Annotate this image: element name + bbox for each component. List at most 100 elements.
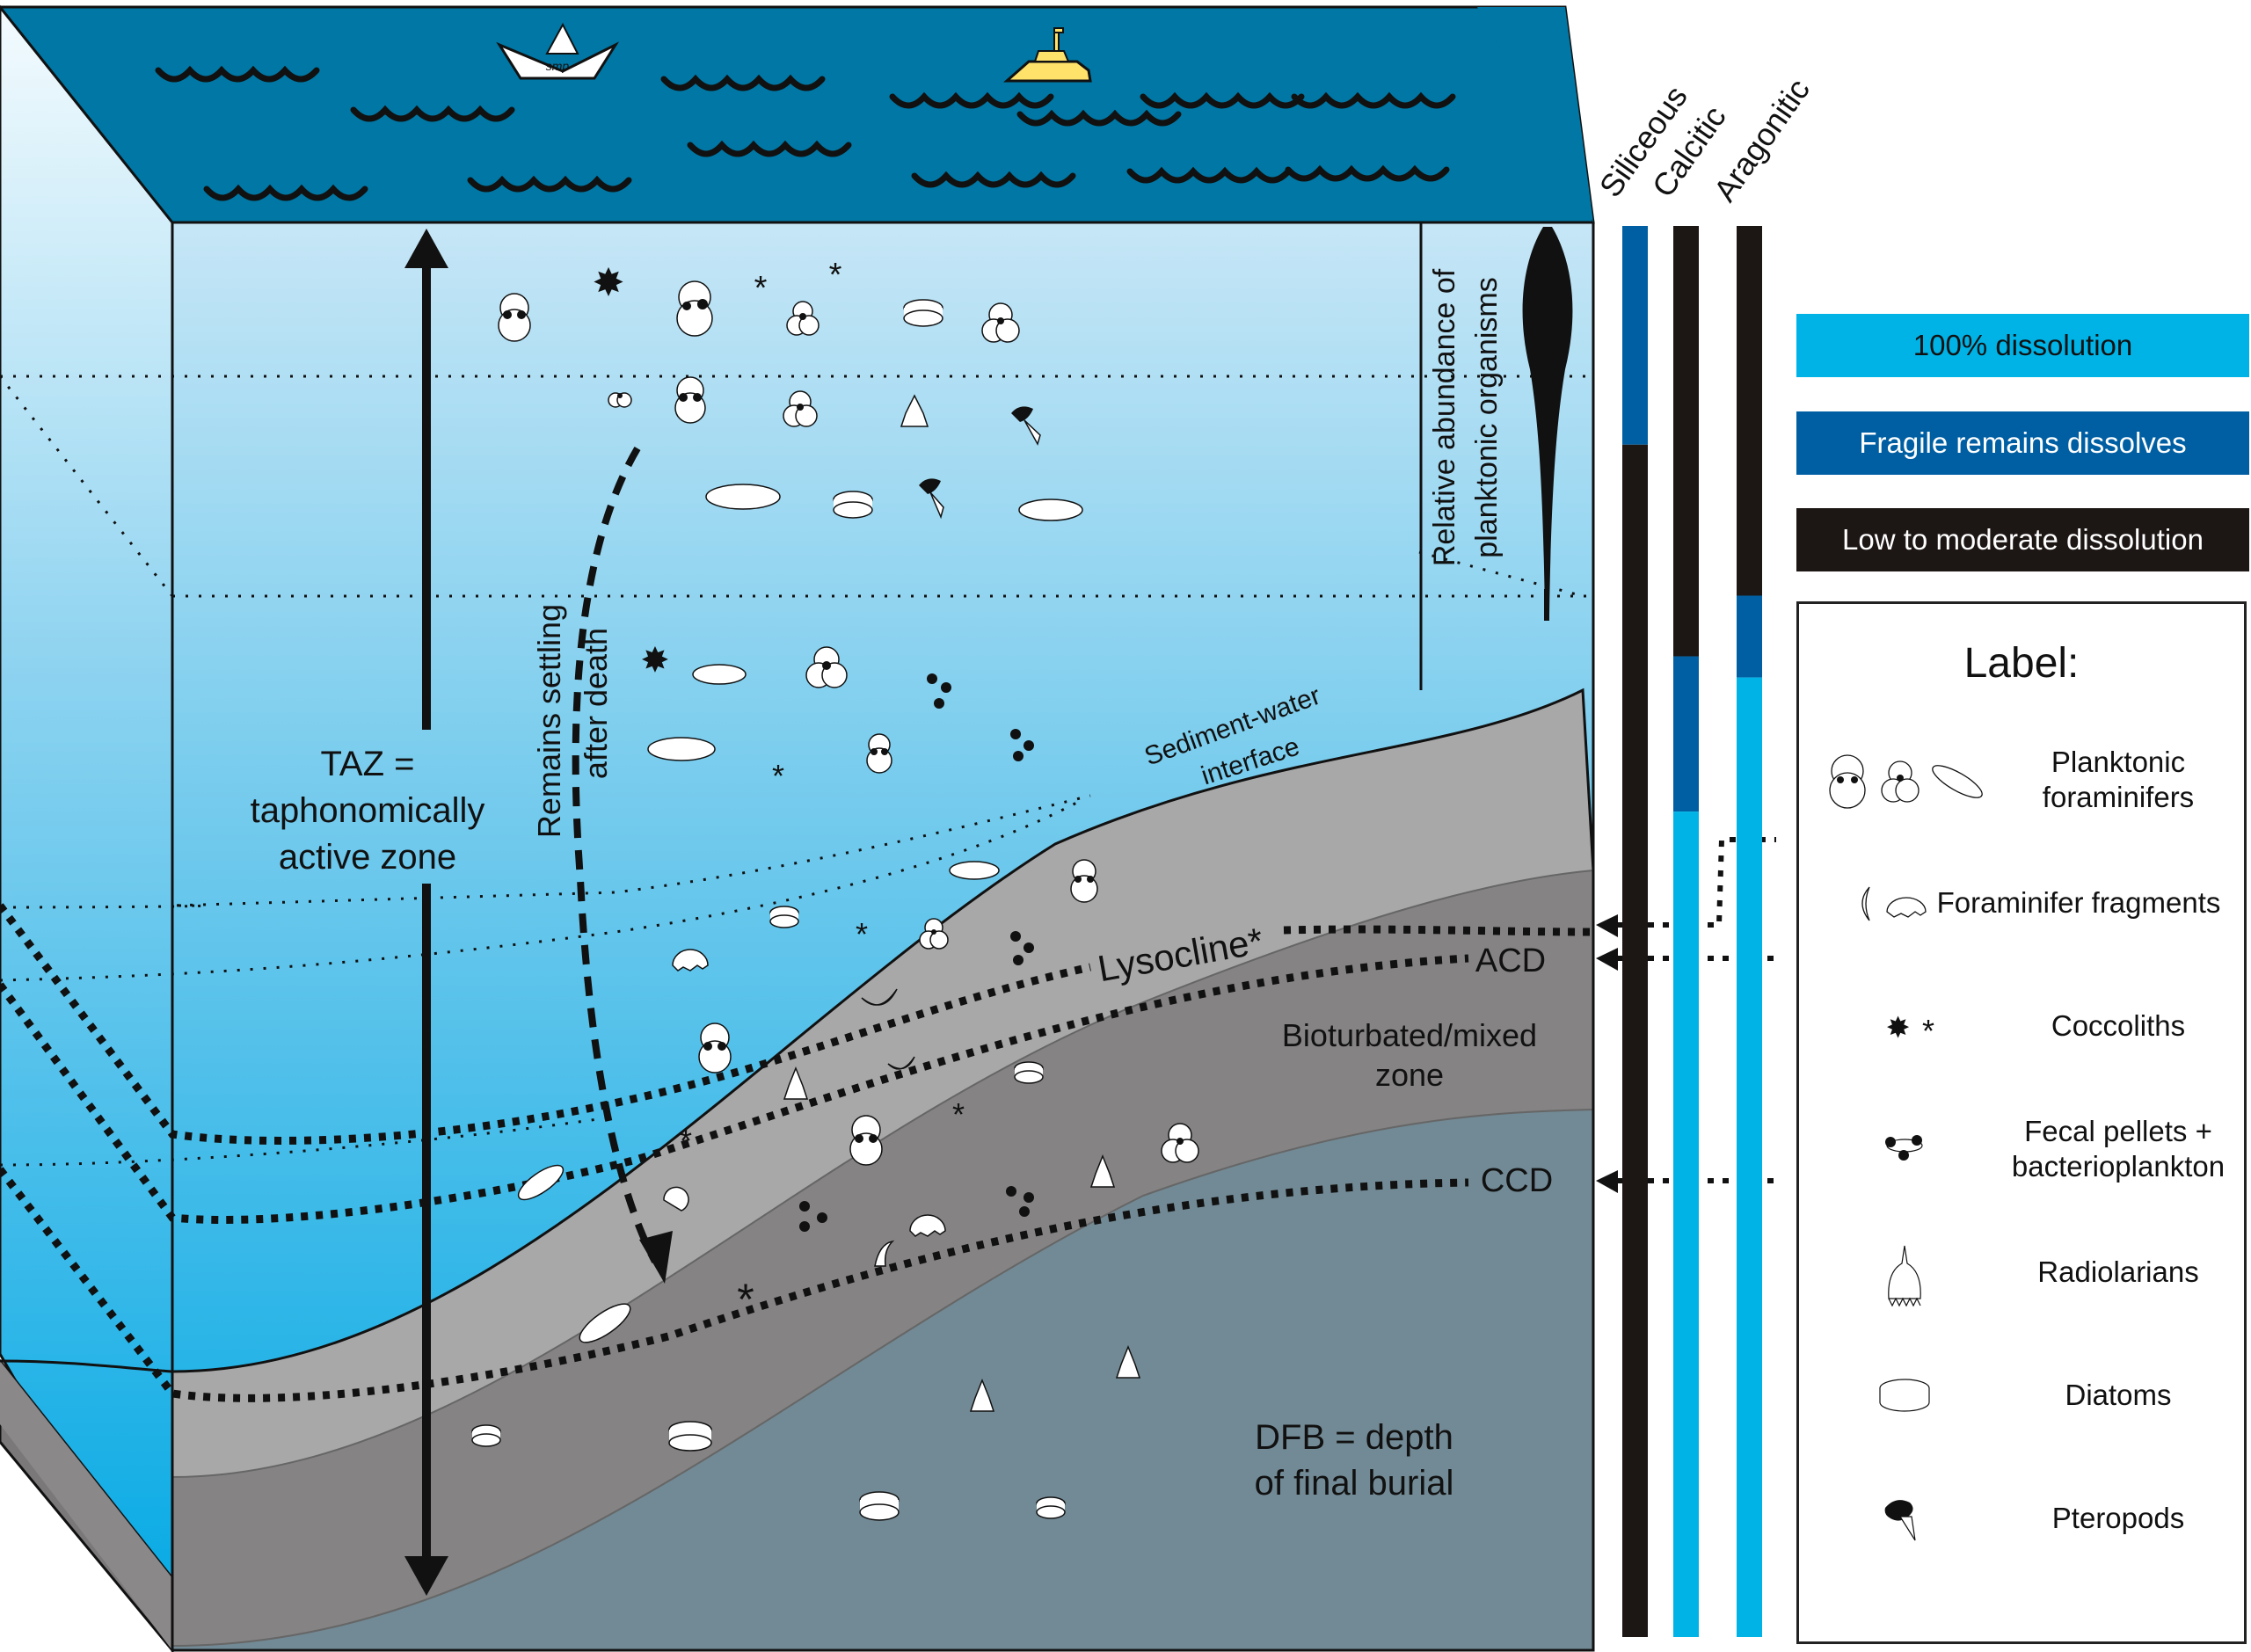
waves (155, 65, 1456, 201)
wave-icon (155, 65, 320, 83)
planktonic-foraminifer-icon (647, 737, 716, 761)
key-full-label: 100% dissolution (1912, 329, 2133, 361)
dfb-label-line-2: of final burial (1255, 1464, 1454, 1503)
planktonic-foraminifer-icon (783, 390, 818, 427)
radiolarian-icon (900, 394, 929, 427)
legend-label: Fecal pellets + bacterioplankton (2011, 1115, 2226, 1183)
diatom-icon (903, 299, 943, 327)
fecal-pellet-icon (1010, 729, 1034, 761)
dfb-label-line-1: DFB = depth (1255, 1418, 1453, 1457)
pteropod-icon (1884, 1500, 1916, 1541)
dissolution-horizons (0, 903, 1594, 1402)
lysocline-line (0, 903, 1091, 1145)
column-segment-calcitic-low (1673, 226, 1699, 657)
submarine-icon (1003, 27, 1092, 83)
wave-icon (350, 105, 515, 122)
column-segment-aragonitic-full (1737, 677, 1762, 1637)
bioturbated-label-line-2: zone (1375, 1057, 1444, 1093)
column-segment-aragonitic-fragile (1737, 595, 1762, 678)
planktonic-foraminifer-icon (517, 1164, 565, 1201)
planktonic-foraminifer-icon (849, 1115, 883, 1166)
diatom-icon (1014, 1061, 1044, 1084)
diatom-icon (1879, 1379, 1930, 1412)
key-low-label: Low to moderate dissolution (1842, 523, 2204, 556)
diatom-icon (1036, 1496, 1066, 1519)
planktonic-foraminifer-icon (866, 733, 892, 774)
legend-label: Foraminifer fragments (1936, 886, 2221, 919)
wave-icon (1016, 109, 1182, 127)
column-segment-siliceous-fragile (1622, 226, 1648, 445)
legend-item: Fecal pellets + bacterioplankton (1799, 1088, 2244, 1211)
radiolarian-icon (783, 1066, 809, 1100)
abundance-curve (1522, 227, 1573, 615)
taz-label-line-2: taphonomically (251, 791, 485, 830)
fecal-pellet-icon (927, 673, 951, 709)
legend-item: Planktonic foraminifers (1799, 718, 2244, 841)
taz-label-line-3: active zone (279, 838, 456, 877)
pteropod-icon (919, 478, 944, 520)
planktonic-foraminifer-icon (919, 918, 949, 950)
radiolarian-icon (969, 1378, 995, 1412)
wave-icon (911, 171, 1076, 188)
lysocline-line-right (1283, 925, 1594, 936)
planktonic-foraminifer-icon (981, 302, 1020, 343)
coccolith-icon: ✸ * (1887, 1013, 1934, 1049)
ccd-line (0, 1167, 1469, 1402)
wave-icon (1126, 166, 1292, 184)
coccolith-icon: * (829, 257, 842, 294)
block-side-sediment-top (0, 1361, 172, 1650)
wave-icon (1140, 91, 1305, 109)
planktonic-foraminifer-icon (692, 664, 747, 685)
taz-label-line-1: TAZ = (320, 745, 414, 783)
settling-label-line-1: Remains settling (531, 604, 567, 838)
coccolith-icon: * (952, 1096, 965, 1132)
radiolarian-icon (1089, 1153, 1116, 1188)
pteropod-icon (1011, 406, 1041, 446)
wave-icon (203, 184, 368, 201)
fecal-pellet-icon (1010, 931, 1034, 965)
depth-horizon-lines (0, 375, 1593, 1167)
coccolith-icon: ✸ (642, 642, 669, 678)
legend-label: Planktonic foraminifers (2042, 746, 2195, 813)
column-segment-siliceous-low (1622, 444, 1648, 1637)
planktonic-foraminifer-icon (498, 293, 531, 342)
coccolith-icon: * (856, 916, 868, 952)
radiolarian-icon (1888, 1245, 1921, 1307)
planktonic-foraminifer-icon (608, 392, 632, 408)
svg-text:✸: ✸ (1887, 1014, 1910, 1043)
wave-icon (889, 91, 1054, 109)
settling-label-line-2: after death (578, 628, 614, 779)
legend-item: Foraminifer fragments (1799, 841, 2244, 964)
coccolith-icon: * (772, 758, 784, 794)
abundance-label-line-2: planktonic organisms (1470, 277, 1504, 557)
wave-icon (1285, 164, 1450, 182)
boat-label: smp (546, 59, 570, 73)
legend-item: Diatoms (1799, 1334, 2244, 1457)
wave-icon (1291, 91, 1456, 109)
legend-item: Radiolarians (1799, 1211, 2244, 1334)
legend-label: Pteropods (2051, 1502, 2185, 1534)
planktonic-foraminifer-icon (949, 861, 1000, 880)
settling-arrow (572, 446, 673, 1284)
wave-icon (467, 175, 632, 193)
abundance-label-line-1: Relative abundance of (1428, 268, 1461, 566)
key-low-dissolution: Low to moderate dissolution (1796, 508, 2249, 571)
diatom-icon (833, 491, 873, 519)
sediment-deep-layer (171, 1108, 1594, 1651)
taz-arrow (404, 229, 448, 1596)
coccolith-icon: * (680, 1123, 692, 1159)
foraminifer-fragment-icon (861, 988, 898, 1006)
planktonic-foraminifer-icon (805, 646, 848, 688)
planktonic-foraminifer-icon (786, 301, 820, 336)
legend-title: Label: (1963, 640, 2080, 687)
wave-icon (687, 140, 852, 157)
legend-item: ✸ * Coccoliths (1799, 964, 2244, 1088)
planktonic-foraminifer-icon (674, 376, 706, 424)
sediment-side-curve (0, 1359, 173, 1373)
radiolarian-icon (1115, 1344, 1141, 1379)
fecal-pellet-icon (799, 1201, 827, 1232)
coccolith-icon: * (754, 270, 768, 307)
planktonic-foraminifer-icon (705, 484, 781, 510)
planktonic-foraminifer-icon (676, 280, 713, 337)
foraminifer-fragment-icon (909, 1214, 946, 1237)
